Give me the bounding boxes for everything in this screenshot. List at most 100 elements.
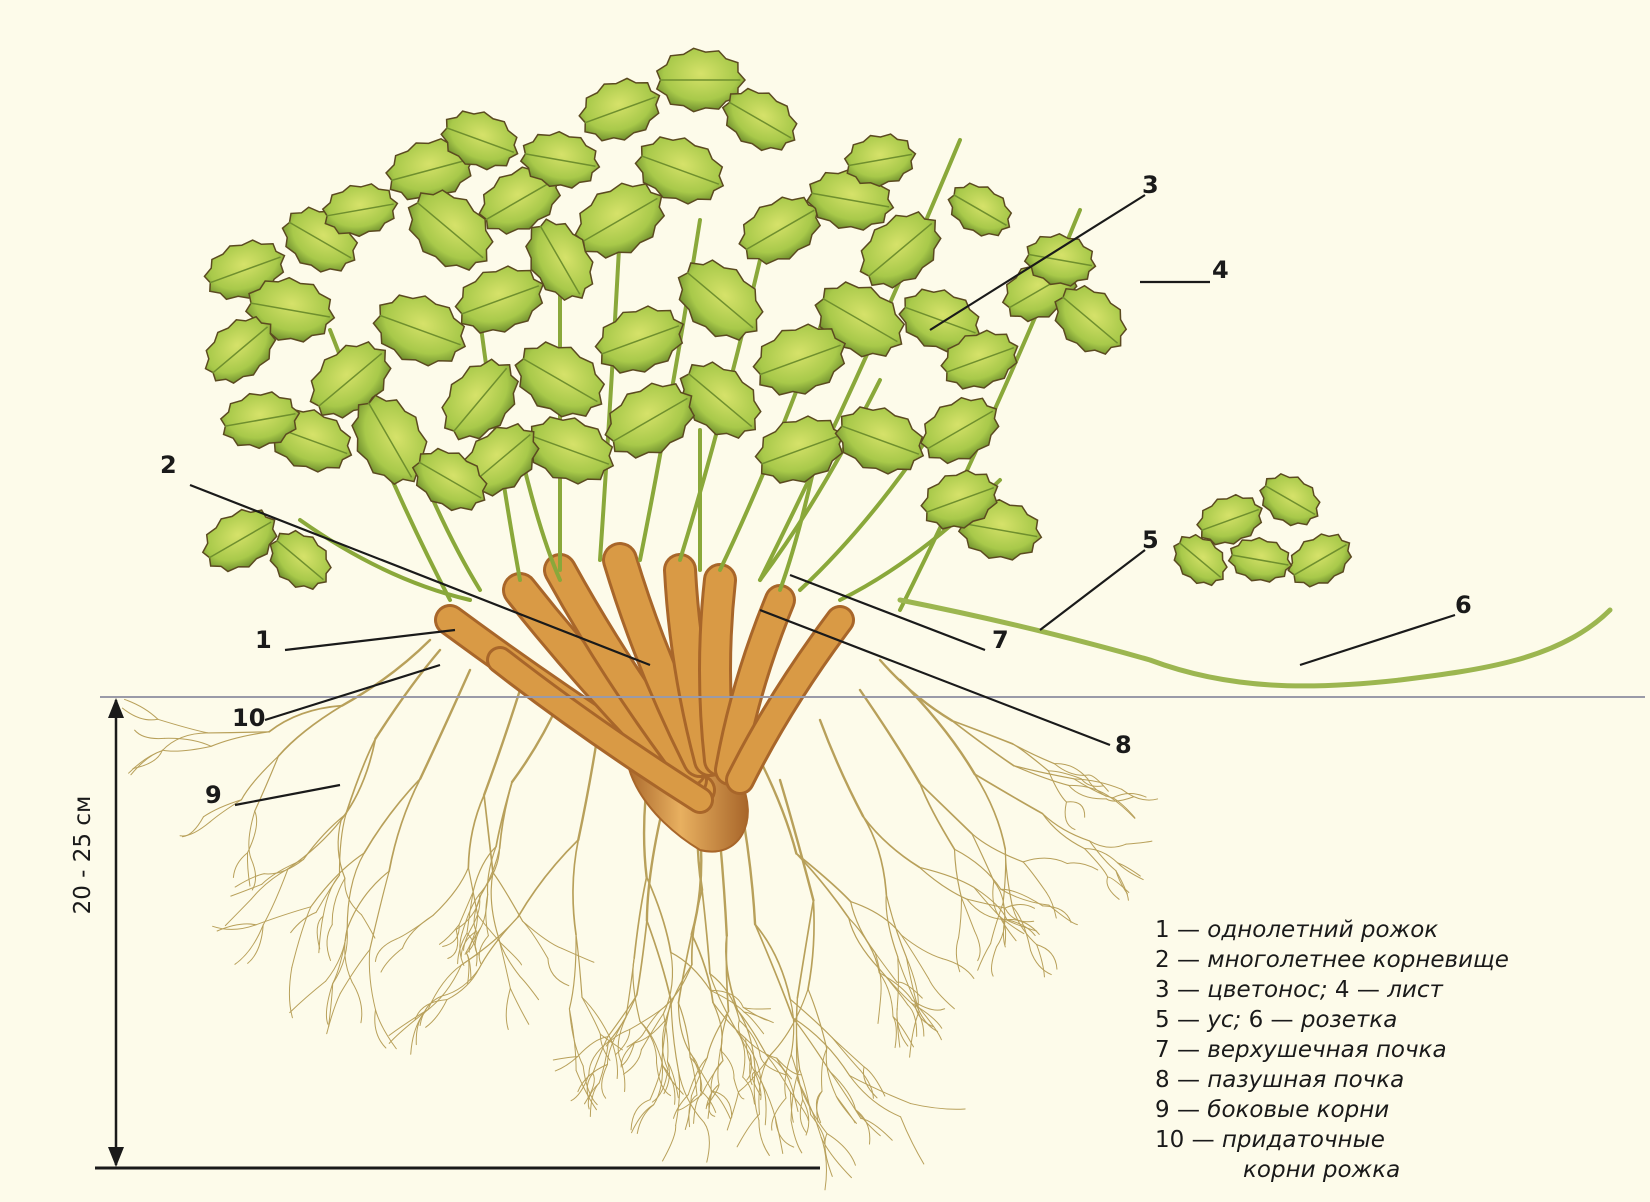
root-line [737,1114,759,1147]
root-line [663,1125,676,1161]
root-line [375,650,440,739]
root-line [929,978,955,1008]
root-line [849,918,880,969]
root-line [256,907,311,925]
legend-row: 9 — боковые корни [1155,1095,1645,1125]
root-line [1023,862,1046,892]
root-line [647,877,671,952]
root-line [727,1092,738,1130]
root-line [791,1120,802,1152]
root-line [1031,950,1052,974]
root-line [775,1118,782,1153]
root-line [721,1011,728,1060]
legend-row: 2 — многолетнее корневище [1155,945,1645,975]
legend-number: 5 — [1155,1007,1207,1033]
root-line [1054,764,1088,776]
leaflet [1280,522,1361,597]
legend-row: 7 — верхушечная почка [1155,1035,1645,1065]
root-line [623,1050,641,1075]
legend-text: боковые корни [1207,1097,1389,1123]
callout-3: 3 [1142,173,1159,197]
root-line [694,1095,701,1123]
root-line [1023,858,1067,863]
root-line [247,853,250,886]
callout-9: 9 [205,783,222,807]
root-line [211,732,269,747]
root-line [712,1091,730,1119]
root-line [974,887,1007,919]
leader-line-9 [235,785,340,805]
leaflet [572,68,670,152]
root-line [439,925,459,945]
root-line [520,976,539,999]
root-line [1043,906,1071,923]
root-line [851,902,902,935]
root-line [975,774,1006,849]
root-line [327,925,332,961]
root-line [389,779,420,871]
root-line [972,834,1023,862]
legend-text: лист [1387,977,1443,1003]
root-line [860,690,920,783]
root-line [602,1064,608,1098]
root-line [959,898,962,938]
root-line [796,854,850,902]
root-line [919,867,974,887]
root-line [720,840,727,936]
root-line [920,783,954,849]
root-line [131,751,162,775]
root-line [832,1038,864,1067]
root-line [1049,905,1077,924]
root-line [491,873,498,938]
root-line [1037,945,1045,977]
leaflet [940,173,1021,248]
root-line [608,995,637,1037]
root-line [851,902,875,953]
depth-arrow-down [108,1147,124,1167]
root-line [911,1104,966,1110]
depth-label: 20 - 25 см [68,775,98,935]
root-line [901,935,928,978]
legend-text: корни рожка [1243,1157,1400,1183]
root-line [466,953,469,984]
root-line [1118,863,1144,880]
legend-row: 5 — ус; 6 — розетка [1155,1005,1645,1035]
callout-6: 6 [1455,593,1472,617]
leaflet [588,294,694,384]
root-line [162,746,211,751]
root-line [461,917,518,965]
root-line [231,884,262,896]
root-line [817,1091,822,1122]
root-line [442,969,479,996]
root-line [713,1003,746,1039]
root-line [827,1134,855,1166]
rhizome-branch [715,580,720,760]
root-line [493,873,523,922]
callout-4: 4 [1212,258,1229,282]
callout-2: 2 [160,453,177,477]
legend-number: 8 — [1155,1067,1207,1093]
root-line [908,1005,917,1036]
root-line [652,1069,668,1102]
root-line [569,934,576,1009]
root-line [1090,841,1116,871]
root-line [251,859,256,890]
root-line [582,997,612,1041]
callout-10: 10 [232,706,265,730]
root-line [955,849,962,897]
legend-number: 10 — [1155,1127,1222,1153]
root-line [832,1038,860,1070]
root-line [863,816,886,894]
root-line [158,719,208,733]
root-line [759,1120,769,1155]
root-line [375,939,396,961]
legend-number: 2 — [1155,947,1207,973]
root-line [1065,802,1075,830]
root-line [376,1010,397,1049]
leaflet [1252,464,1330,537]
root-line [129,751,163,773]
root-line [375,1010,386,1048]
root-line [1001,889,1049,905]
legend-number: 9 — [1155,1097,1207,1123]
